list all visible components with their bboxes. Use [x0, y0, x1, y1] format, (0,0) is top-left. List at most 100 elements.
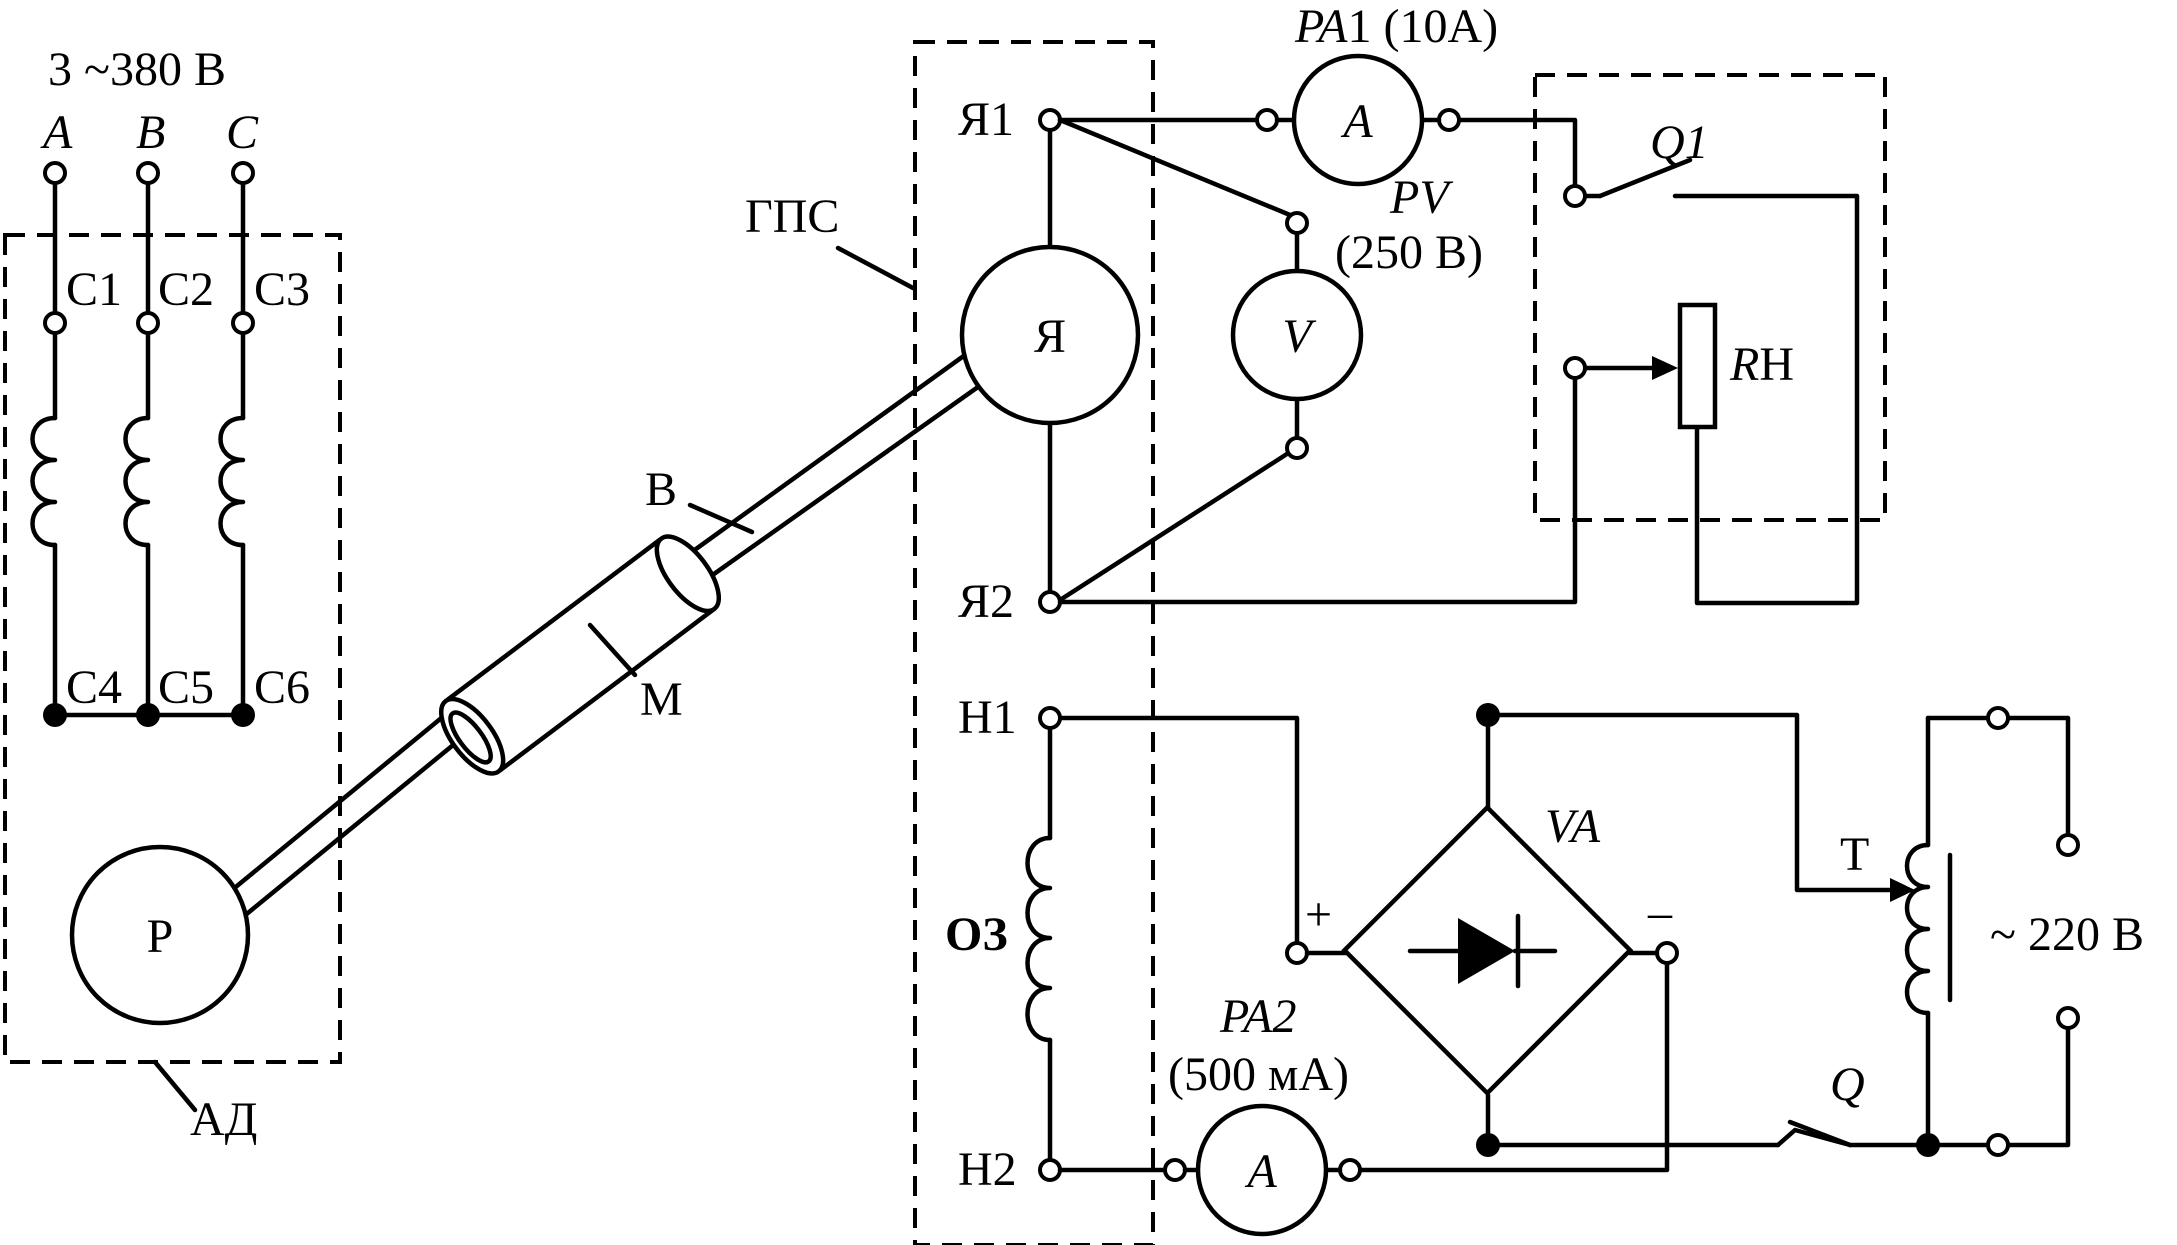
- rectifier-minus-label: –: [1647, 886, 1673, 939]
- switch-q1-label: Q1: [1650, 116, 1709, 169]
- pa1-terminal-right: [1437, 108, 1461, 132]
- stator-winding-3: [218, 415, 246, 548]
- label-ya2: Я2: [958, 575, 1014, 628]
- rotor-label: Р: [147, 910, 174, 963]
- terminal-c2: [136, 311, 160, 335]
- pa1-terminal-left: [1255, 108, 1279, 132]
- pv-terminal-bottom: [1285, 436, 1309, 460]
- field-wire-top: [1057, 715, 1300, 953]
- motor-phase-wires: [52, 180, 246, 718]
- rectifier-diode-icon: [1407, 913, 1558, 989]
- ammeter-pa1-label: PA1 (10A): [1294, 0, 1498, 53]
- terminal-ya2: [1038, 590, 1062, 614]
- terminal-c1: [43, 311, 67, 335]
- transformer: [1904, 842, 1953, 1016]
- voltmeter-pv-symbol: V: [1282, 310, 1316, 363]
- ammeter-pa1-name: PA: [1294, 0, 1348, 53]
- shaft-leader: [687, 502, 755, 535]
- phase-b-terminal: [136, 161, 160, 185]
- ac-terminal-top-right: [2056, 833, 2080, 857]
- load-rheostat-label-r: R: [1729, 338, 1759, 391]
- switch-q1-blade: [1597, 157, 1693, 199]
- rheostat-wiper-arrow: [1652, 356, 1678, 380]
- label-c4: C4: [66, 661, 122, 714]
- armature: [959, 244, 1141, 426]
- induction-motor-label: АД: [190, 1093, 257, 1146]
- field-winding-label: ОЗ: [945, 908, 1008, 961]
- ammeter-pa1-num: 1: [1347, 0, 1371, 53]
- rectifier-plus-terminal: [1285, 941, 1309, 965]
- ammeter-pa1-range: (10A): [1371, 0, 1498, 53]
- ac-terminal-top-left: [1986, 706, 2010, 730]
- load-rheostat-label: RН: [1729, 338, 1794, 391]
- supply-ac-label: ~ 220 В: [1990, 908, 2144, 961]
- terminal-n2: [1038, 1158, 1062, 1182]
- rectifier-minus-terminal: [1655, 941, 1679, 965]
- rectifier-label: VA: [1545, 800, 1601, 853]
- rectifier-plus-label: +: [1305, 888, 1332, 941]
- ammeter-pa1-symbol: A: [1340, 95, 1373, 148]
- ammeter-pa2-range: (500 мА): [1168, 1048, 1349, 1101]
- load-unit-boundary: [1533, 73, 1887, 522]
- q1-terminal-fixed: [1563, 184, 1587, 208]
- supply-3phase-label: 3 ~380 В: [48, 43, 226, 96]
- phase-a-label: A: [40, 106, 73, 159]
- load-rheostat-label-n: Н: [1759, 338, 1794, 391]
- terminal-ya1: [1038, 108, 1062, 132]
- coupling: [439, 534, 721, 776]
- rotor: [69, 844, 251, 1026]
- phase-b-label: B: [136, 106, 165, 159]
- junction-c6: [231, 703, 255, 727]
- terminal-n1: [1038, 706, 1062, 730]
- voltmeter-pv: [1230, 268, 1364, 402]
- pa2-wires: [1057, 950, 1670, 1173]
- phase-a-terminal: [43, 161, 67, 185]
- dc-generator-boundary: [913, 40, 1155, 1245]
- label-c6: C6: [254, 661, 310, 714]
- voltmeter-pv-range: (250 В): [1335, 226, 1483, 279]
- coupling-label: М: [640, 673, 683, 726]
- label-c1: C1: [66, 263, 122, 316]
- label-n1: Н1: [958, 691, 1017, 744]
- ammeter-pa2-name: PA2: [1219, 990, 1296, 1043]
- ac-circuit-wires: [1485, 712, 2071, 1148]
- ac-terminal-bottom-right: [2056, 1006, 2080, 1030]
- ammeter-pa2: [1195, 1103, 1329, 1237]
- dc-generator-leader: [835, 245, 916, 291]
- ammeter-pa1: [1291, 53, 1425, 187]
- label-ya1: Я1: [958, 93, 1014, 146]
- transformer-tap-arrow: [1890, 878, 1915, 902]
- shaft-label: В: [645, 463, 677, 516]
- phase-c-terminal: [231, 161, 255, 185]
- dc-generator-label: ГПС: [745, 190, 839, 243]
- rheostat-terminal: [1563, 356, 1587, 380]
- label-c5: C5: [158, 661, 214, 714]
- ac-terminal-bottom-left: [1986, 1133, 2010, 1157]
- stator-winding-2: [123, 415, 151, 548]
- pa2-terminal-right: [1338, 1158, 1362, 1182]
- voltmeter-pv-name: PV: [1389, 171, 1453, 224]
- switch-q-label: Q: [1830, 1058, 1865, 1111]
- switch-q-blade: [1787, 1119, 1853, 1148]
- induction-motor-leader: [152, 1059, 198, 1113]
- stator-winding-1: [30, 415, 58, 548]
- junction-c4: [43, 703, 67, 727]
- junction-c5: [136, 703, 160, 727]
- armature-label: Я: [1034, 310, 1066, 363]
- pv-terminal-top: [1285, 211, 1309, 235]
- terminal-c3: [231, 311, 255, 335]
- label-n2: Н2: [958, 1143, 1017, 1196]
- ammeter-pa2-symbol: A: [1244, 1145, 1277, 1198]
- pa2-terminal-left: [1163, 1158, 1187, 1182]
- coupling-leader: [587, 622, 638, 678]
- induction-motor-boundary: [3, 233, 342, 1064]
- load-rheostat: [1677, 302, 1718, 430]
- armature-circuit-wires: [1057, 117, 1860, 606]
- field-winding: [1025, 835, 1053, 1043]
- junction-transformer-bottom: [1916, 1133, 1940, 1157]
- phase-c-label: C: [226, 106, 259, 159]
- label-c2: C2: [158, 263, 214, 316]
- transformer-label: Т: [1840, 828, 1869, 881]
- label-c3: C3: [254, 263, 310, 316]
